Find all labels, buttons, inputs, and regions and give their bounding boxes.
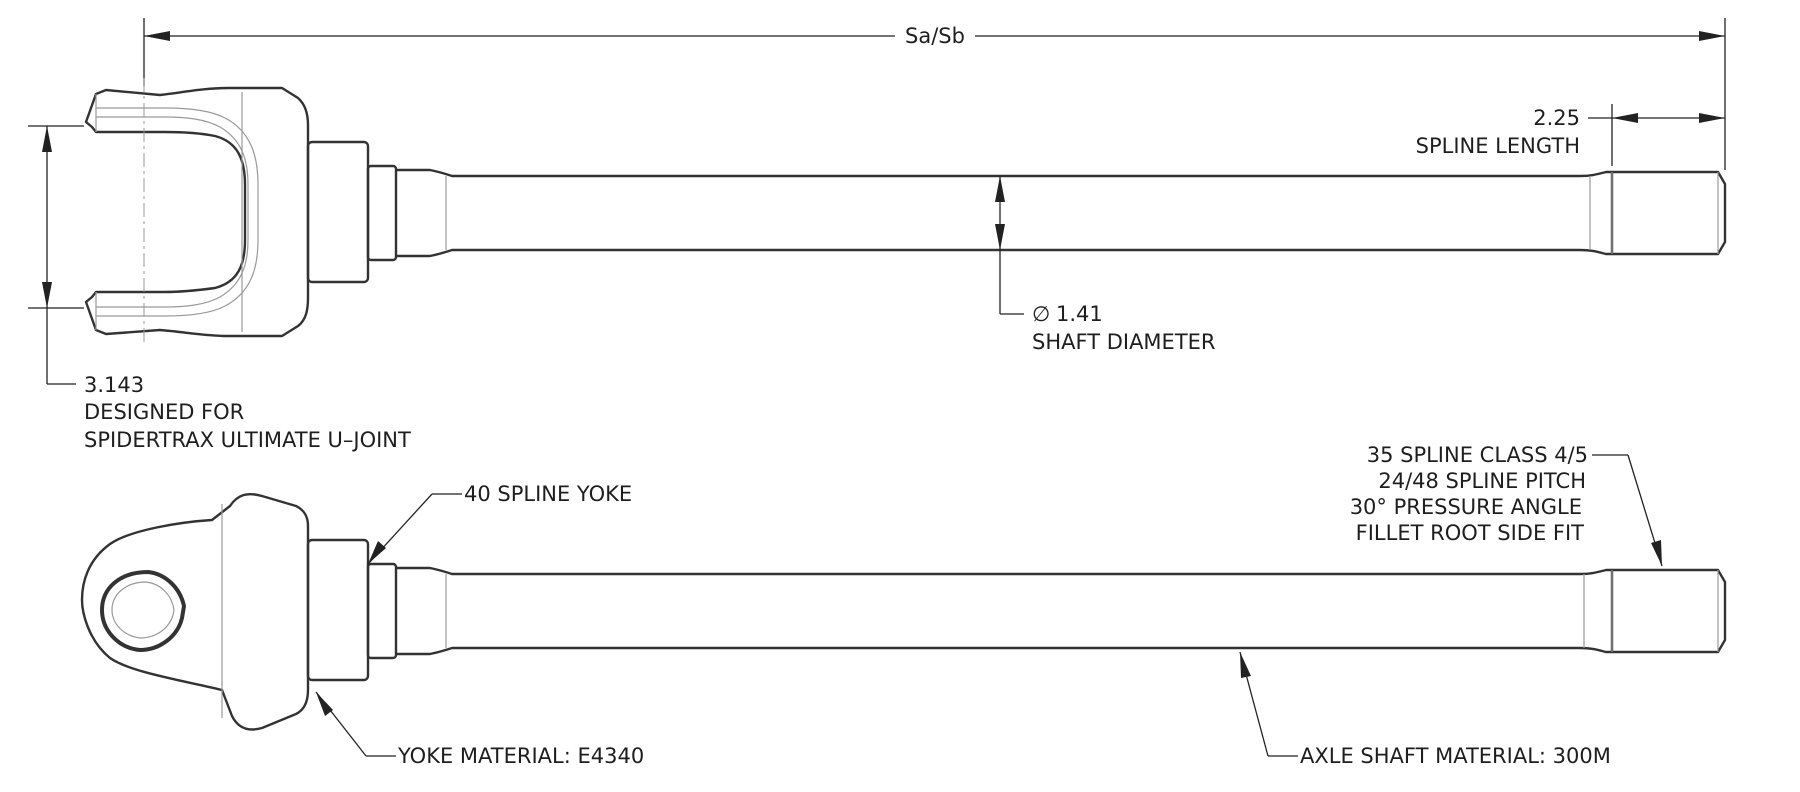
overall-length-dimension: Sa/Sb <box>143 18 1726 170</box>
spline-spec-line1: 35 SPLINE CLASS 4/5 <box>1367 443 1588 467</box>
yoke-width-value: 3.143 <box>84 373 144 397</box>
overall-length-label: Sa/Sb <box>905 24 965 48</box>
callout-yoke-spline-text: 40 SPLINE YOKE <box>464 482 632 506</box>
spline-length-label: SPLINE LENGTH <box>1416 134 1580 158</box>
callout-yoke-spline: 40 SPLINE YOKE <box>367 482 632 565</box>
yoke-width-dimension: 3.143 DESIGNED FOR SPIDERTRAX ULTIMATE U… <box>28 125 411 452</box>
spline-spec-line4: FILLET ROOT SIDE FIT <box>1356 521 1585 545</box>
callout-yoke-material-text: YOKE MATERIAL: E4340 <box>397 744 644 768</box>
spline-length-dimension: 2.25 SPLINE LENGTH <box>1416 104 1725 166</box>
top-yoke <box>84 78 398 346</box>
bottom-yoke <box>80 492 398 731</box>
spline-spec-line2: 24/48 SPLINE PITCH <box>1378 469 1586 493</box>
diameter-symbol: ∅ <box>1032 302 1050 326</box>
shaft-diameter-dimension: ∅ 1.41 SHAFT DIAMETER <box>995 176 1216 354</box>
callout-spline-spec: 35 SPLINE CLASS 4/5 24/48 SPLINE PITCH 3… <box>1350 443 1663 567</box>
callout-yoke-material: YOKE MATERIAL: E4340 <box>315 691 644 768</box>
yoke-note-line2: SPIDERTRAX ULTIMATE U–JOINT <box>84 428 411 452</box>
spline-length-value: 2.25 <box>1533 106 1580 130</box>
spline-spec-line3: 30° PRESSURE ANGLE <box>1350 495 1582 519</box>
shaft-diameter-label: SHAFT DIAMETER <box>1032 330 1216 354</box>
yoke-note-line1: DESIGNED FOR <box>84 400 244 424</box>
top-shaft <box>396 168 1727 258</box>
shaft-diameter-value: 1.41 <box>1056 302 1103 326</box>
bottom-shaft <box>396 566 1727 656</box>
callout-shaft-material-text: AXLE SHAFT MATERIAL: 300M <box>1300 744 1611 768</box>
callout-shaft-material: AXLE SHAFT MATERIAL: 300M <box>1239 651 1611 768</box>
